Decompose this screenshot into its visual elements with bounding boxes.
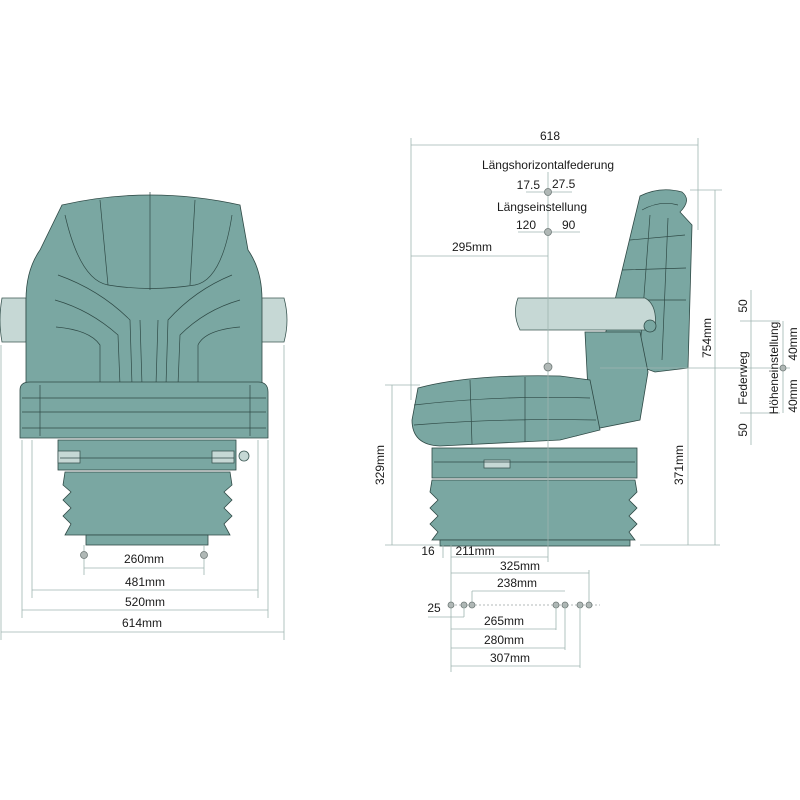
suspension-travel-up: 50 (736, 299, 750, 313)
dim-overall-width: 614mm (122, 616, 162, 630)
fore-aft-adjustment-title: Längseinstellung (497, 200, 587, 214)
right-armrest (257, 297, 288, 343)
horizontal-suspension-title: Längshorizontalfederung (482, 158, 614, 172)
front-seat-cushion (19, 381, 269, 439)
mount-hole (468, 601, 476, 609)
dim-offset-16: 16 (421, 544, 435, 558)
front-bellows (62, 471, 233, 546)
mount-hole (585, 601, 593, 609)
mounting-dimensions: 16 211mm 325mm 238mm 25 265mm 280mm 307m… (421, 544, 600, 672)
side-dimensions: 618 Längshorizontalfederung 17.5 27.5 Lä… (373, 129, 800, 562)
fore-aft-back: 120 (516, 218, 536, 232)
dim-325: 325mm (500, 559, 540, 573)
height-adjustment-up: 40mm (786, 327, 800, 360)
suspension-travel-down: 50 (736, 423, 750, 437)
mount-hole (200, 551, 208, 559)
left-armrest (0, 297, 27, 343)
dim-inner-width: 481mm (125, 575, 165, 589)
front-dimensions: 260mm 481mm 520mm 614mm (0, 345, 285, 640)
dim-238: 238mm (497, 576, 537, 590)
seat-reference-point (543, 362, 553, 372)
dim-height-left: 329mm (373, 445, 387, 485)
dim-overall-height: 754mm (700, 318, 714, 358)
front-view-seat (0, 192, 288, 546)
dim-mount-width: 260mm (124, 552, 164, 566)
dim-280: 280mm (484, 633, 524, 647)
suspension-travel-title: Federweg (736, 351, 750, 404)
dim-seat-width: 520mm (125, 595, 165, 609)
side-view-seat (411, 189, 693, 547)
dim-offset-25: 25 (427, 601, 441, 615)
mount-hole (80, 551, 88, 559)
adjustment-reference-point (544, 228, 552, 236)
dim-265: 265mm (484, 614, 524, 628)
horizontal-suspension-forward: 27.5 (552, 177, 576, 191)
horizontal-suspension-back: 17.5 (517, 178, 541, 192)
fore-aft-forward: 90 (562, 218, 576, 232)
suspension-reference-point (544, 188, 552, 196)
mount-hole (447, 601, 455, 609)
dim-overall-depth: 618 (540, 129, 560, 143)
side-armrest (515, 297, 656, 331)
height-adjustment-down: 40mm (786, 379, 800, 412)
side-seat-cushion (411, 375, 601, 447)
dim-211: 211mm (455, 544, 494, 558)
dim-height-right: 371mm (672, 445, 686, 485)
front-base (57, 439, 237, 471)
dim-307: 307mm (490, 651, 530, 665)
side-base (431, 447, 638, 479)
dim-seat-reference-depth: 295mm (452, 240, 492, 254)
height-adjustment-title: Höheneinstellung (767, 322, 781, 415)
front-backrest (25, 194, 263, 391)
side-bellows (429, 479, 638, 547)
